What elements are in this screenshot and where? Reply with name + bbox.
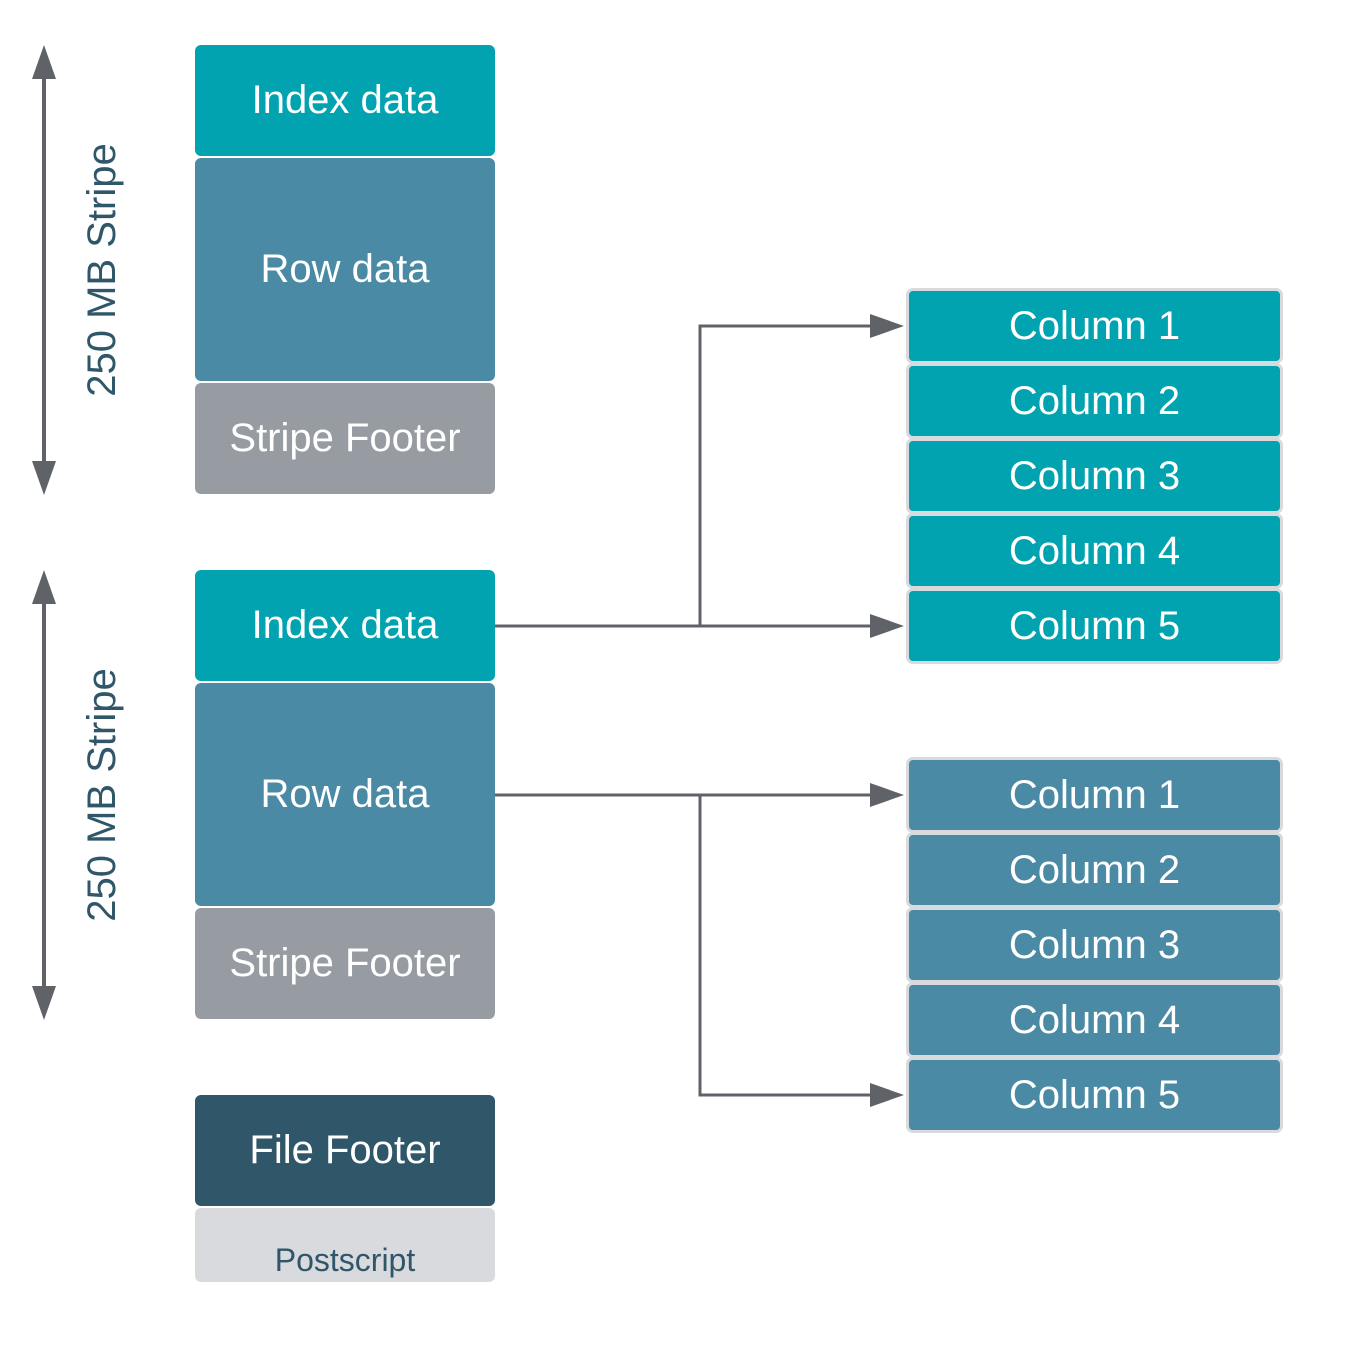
index-column-5: Column 5 bbox=[906, 588, 1283, 664]
index-column-4: Column 4 bbox=[906, 513, 1283, 589]
row-column-5: Column 5 bbox=[906, 1057, 1283, 1133]
index-column-2: Column 2 bbox=[906, 363, 1283, 439]
row-arrowhead-column-5 bbox=[870, 1083, 904, 1107]
stripe-2-extent-arrow bbox=[32, 570, 56, 1020]
index-column-3: Column 3 bbox=[906, 438, 1283, 514]
stripe-1-size-label: 250 MB Stripe bbox=[79, 143, 124, 397]
postscript: Postscript bbox=[195, 1208, 495, 1282]
stripe-1-row-data: Row data bbox=[195, 158, 495, 381]
stripe-2-size-label: 250 MB Stripe bbox=[79, 668, 124, 922]
row-column-4: Column 4 bbox=[906, 982, 1283, 1058]
index-column-1: Column 1 bbox=[906, 288, 1283, 364]
stripe-2-footer: Stripe Footer bbox=[195, 908, 495, 1019]
index-connector-arrow bbox=[495, 324, 874, 628]
row-arrowhead-column-1 bbox=[870, 783, 904, 807]
row-connector-arrow bbox=[495, 793, 874, 1097]
stripe-1-index-data: Index data bbox=[195, 45, 495, 156]
row-column-2: Column 2 bbox=[906, 832, 1283, 908]
file-footer: File Footer bbox=[195, 1095, 495, 1206]
stripe-1-extent-arrow bbox=[32, 45, 56, 495]
index-arrowhead-column-5 bbox=[870, 614, 904, 638]
stripe-2-row-data: Row data bbox=[195, 683, 495, 906]
row-column-3: Column 3 bbox=[906, 907, 1283, 983]
index-arrowhead-column-1 bbox=[870, 314, 904, 338]
stripe-1-footer: Stripe Footer bbox=[195, 383, 495, 494]
row-column-1: Column 1 bbox=[906, 757, 1283, 833]
stripe-2-index-data: Index data bbox=[195, 570, 495, 681]
